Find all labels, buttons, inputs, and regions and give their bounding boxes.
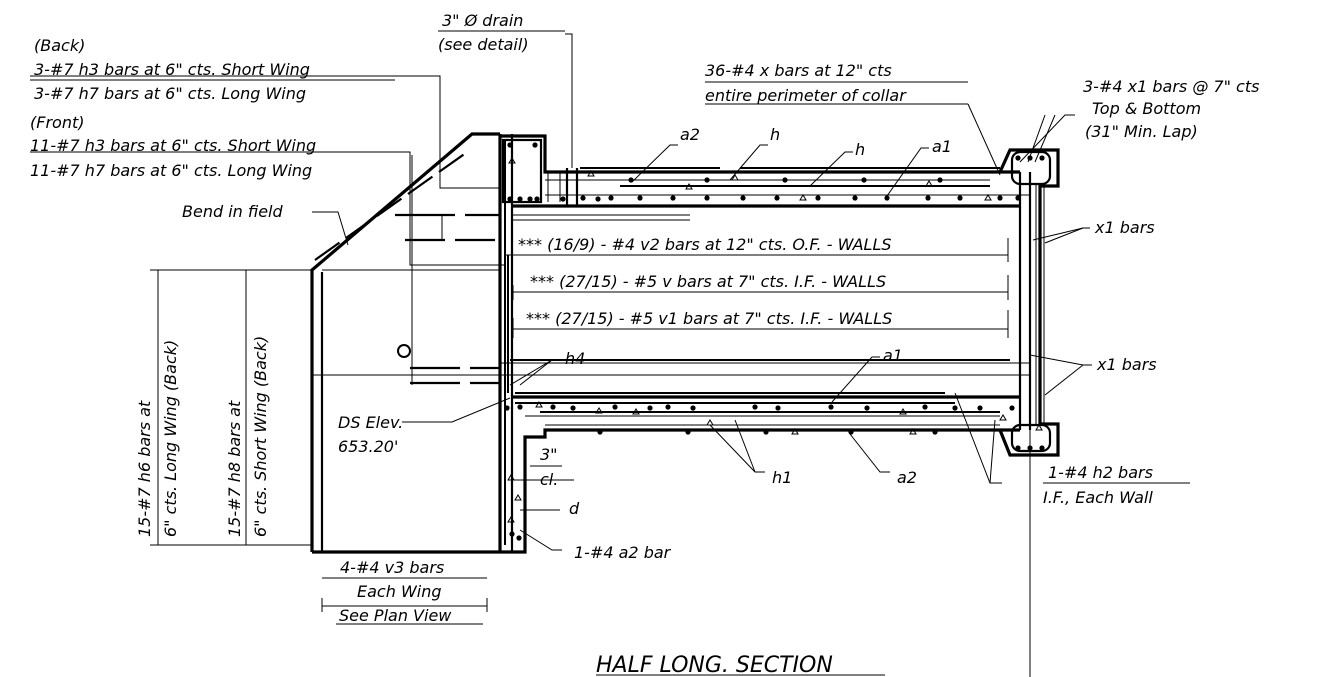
section-title: HALF LONG. SECTION — [596, 653, 833, 677]
a1-bottom-label: a1 — [883, 346, 903, 365]
drain-detail-label: (see detail) — [438, 35, 529, 54]
a2-top-label: a2 — [680, 125, 700, 144]
v3-bars-label: 4-#4 v3 bars — [340, 558, 444, 577]
collar-x1-bars — [1010, 150, 1052, 453]
h8-bars-label-2: 6" cts. Short Wing (Back) — [251, 336, 270, 537]
x-bars-perimeter-label: entire perimeter of collar — [705, 86, 907, 105]
x1-bars-top-bottom-label: Top & Bottom — [1092, 99, 1201, 118]
ds-elev-label: DS Elev. — [338, 413, 403, 432]
wing-bend-bars — [314, 149, 500, 385]
clearance-label: 3" — [540, 445, 558, 464]
back-short-wing-label: 3-#7 h3 bars at 6" cts. Short Wing — [34, 60, 310, 79]
a2-bottom-label: a2 — [897, 468, 917, 487]
x1-bars-label-lower: x1 bars — [1096, 355, 1157, 374]
reinforcing-bars — [504, 140, 1010, 545]
v1-bars-label: *** (27/15) - #5 v1 bars at 7" cts. I.F.… — [526, 309, 892, 328]
h2-bars-label: 1-#4 h2 bars — [1048, 463, 1153, 482]
h8-bars-label-1: 15-#7 h8 bars at — [225, 400, 244, 537]
v3-each-wing-label: Each Wing — [357, 582, 442, 601]
h-top-label-1: h — [770, 125, 780, 144]
clearance-cl-label: cl. — [540, 470, 558, 489]
headwall-top-box — [501, 138, 561, 204]
back-long-wing-label: 3-#7 h7 bars at 6" cts. Long Wing — [34, 84, 306, 103]
label-underlines — [30, 30, 1190, 625]
v2-bars-label: *** (16/9) - #4 v2 bars at 12" cts. O.F.… — [518, 235, 892, 254]
front-label: (Front) — [30, 113, 84, 132]
h6-bars-label-1: 15-#7 h6 bars at — [135, 400, 154, 537]
h1-label: h1 — [772, 468, 792, 487]
bend-in-field-label: Bend in field — [182, 202, 284, 221]
a2-bar-label: 1-#4 a2 bar — [574, 543, 672, 562]
v-bars-label: *** (27/15) - #5 v bars at 7" cts. I.F. … — [530, 272, 886, 291]
back-label: (Back) — [34, 36, 85, 55]
drain-pipe — [565, 33, 579, 205]
leader-lines — [30, 75, 1092, 677]
h4-label: h4 — [565, 349, 585, 368]
barrel-outline — [498, 134, 1060, 554]
x-bars-label: 36-#4 x bars at 12" cts — [705, 61, 892, 80]
h-top-label-2: h — [855, 140, 865, 159]
h6-bars-label-2: 6" cts. Long Wing (Back) — [161, 340, 180, 537]
wingwall-outline — [310, 132, 512, 554]
wing-dimension-lines — [150, 269, 574, 612]
x1-bars-label-upper: x1 bars — [1094, 218, 1155, 237]
x1-bars-lap-label: (31" Min. Lap) — [1085, 122, 1198, 141]
a1-top-label: a1 — [932, 137, 952, 156]
ds-elev-value: 653.20' — [338, 437, 398, 456]
d-label: d — [569, 499, 580, 518]
x1-bars-top-label: 3-#4 x1 bars @ 7" cts — [1083, 77, 1259, 96]
rebar-dots — [504, 142, 1045, 541]
front-long-wing-label: 11-#7 h7 bars at 6" cts. Long Wing — [30, 161, 312, 180]
front-short-wing-label: 11-#7 h3 bars at 6" cts. Short Wing — [30, 136, 316, 155]
drain-label: 3" Ø drain — [442, 11, 523, 30]
wall-dimension-lines — [505, 238, 1009, 338]
v3-see-plan-label: See Plan View — [339, 606, 452, 625]
h2-bars-each-wall-label: I.F., Each Wall — [1043, 488, 1153, 507]
